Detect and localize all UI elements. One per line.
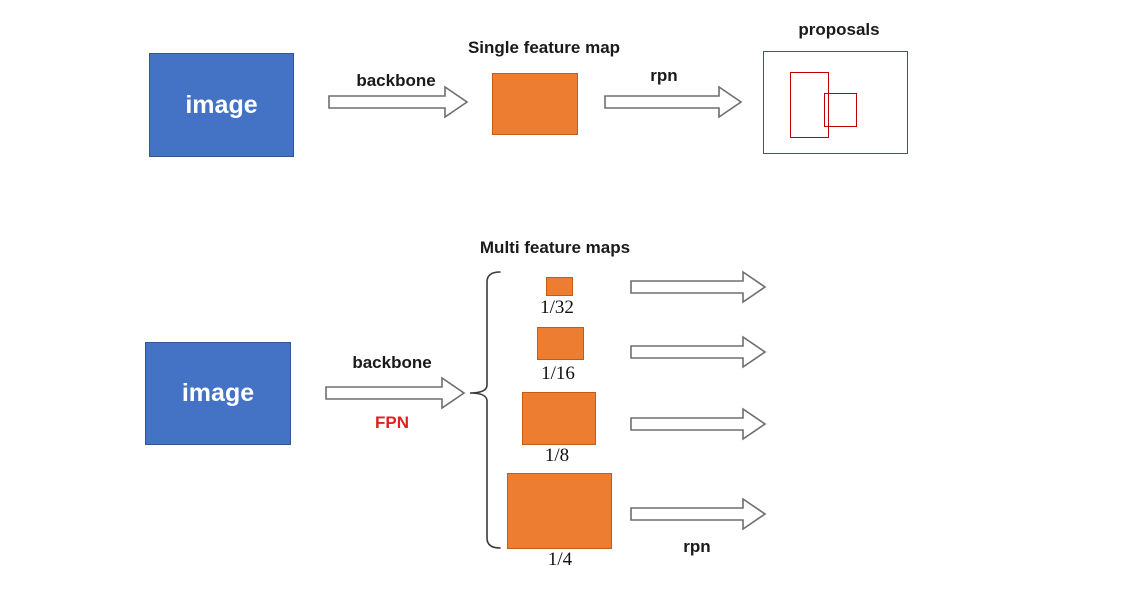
rpn-arrow-1-32-icon — [630, 270, 767, 304]
proposal-rect-1 — [790, 72, 829, 138]
feature-map-1-16-label: 1/16 — [541, 363, 575, 384]
fpn-label: FPN — [375, 413, 409, 432]
single-feature-map-title: Single feature map — [467, 38, 621, 57]
top-image-label: image — [185, 90, 258, 119]
rpn-arrow-1-4-icon — [630, 497, 767, 531]
single-feature-map-box — [492, 73, 578, 135]
top-image-box: image — [149, 53, 294, 157]
curly-brace-icon — [469, 271, 501, 549]
proposal-rect-2 — [824, 93, 857, 127]
bottom-backbone-label: backbone — [352, 353, 432, 372]
bottom-backbone-arrow-icon — [325, 376, 466, 410]
bottom-rpn-label: rpn — [683, 537, 711, 556]
top-backbone-arrow-icon — [328, 85, 469, 119]
top-rpn-arrow-icon — [604, 85, 743, 119]
top-backbone-label: backbone — [356, 71, 436, 90]
feature-map-1-8-label: 1/8 — [544, 445, 570, 466]
feature-map-1-32-label: 1/32 — [540, 297, 574, 318]
feature-map-1-8-box — [522, 392, 596, 445]
bottom-image-label: image — [181, 379, 255, 407]
rpn-arrow-1-8-icon — [630, 407, 767, 441]
top-rpn-label: rpn — [650, 66, 678, 85]
feature-map-1-4-label: 1/4 — [547, 549, 573, 570]
proposals-box — [763, 51, 908, 154]
rpn-arrow-1-16-icon — [630, 335, 767, 369]
proposals-title: proposals — [798, 20, 880, 39]
bottom-image-box: image — [145, 342, 291, 445]
feature-map-1-16-box — [537, 327, 584, 360]
multi-feature-maps-title: Multi feature maps — [479, 238, 631, 257]
feature-map-1-32-box — [546, 277, 573, 296]
feature-map-1-4-box — [507, 473, 612, 549]
